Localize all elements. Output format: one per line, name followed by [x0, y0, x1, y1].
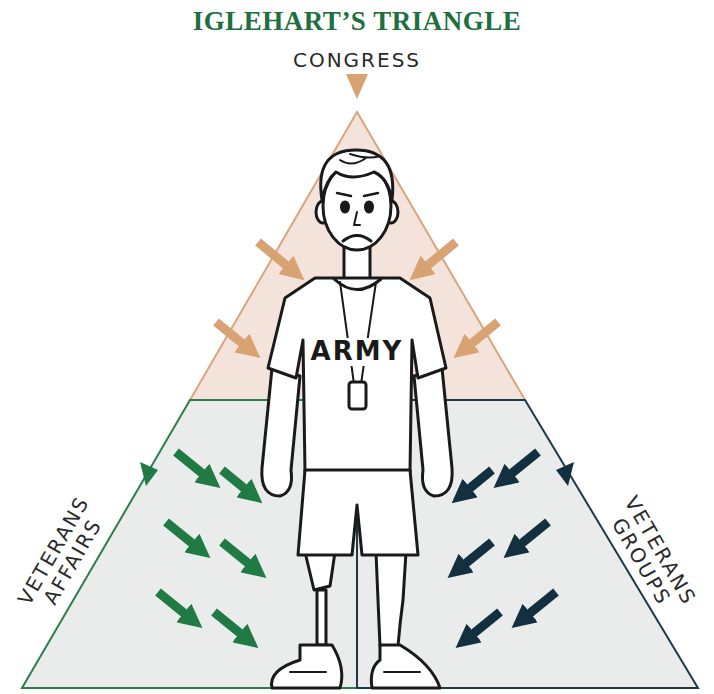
pointer-arrow	[140, 462, 158, 486]
shirt-text: ARMY	[308, 338, 407, 365]
pressure-arrow	[214, 612, 246, 638]
hair-strands	[340, 154, 380, 164]
pressure-arrow	[176, 452, 208, 478]
pressure-arrow	[258, 242, 292, 270]
nose	[354, 212, 360, 225]
triangle-regions	[22, 112, 698, 688]
pressure-arrow	[466, 322, 498, 348]
arm	[262, 368, 300, 496]
pressure-arrow	[422, 242, 456, 270]
pressure-arrow	[460, 542, 492, 568]
hair	[321, 150, 393, 200]
pressure-arrows	[158, 242, 556, 638]
pressure-arrow	[464, 470, 492, 493]
soldier-figure	[262, 150, 452, 688]
eyebrows	[337, 193, 378, 196]
diagram-title: IGLEHART’S TRIANGLE	[0, 6, 714, 37]
eye	[366, 202, 373, 212]
pointer-arrows	[140, 74, 574, 486]
arm	[414, 368, 452, 496]
leg	[376, 552, 406, 646]
pointer-arrow	[556, 462, 574, 486]
pointer-arrow	[346, 74, 368, 99]
dog-tag	[349, 382, 366, 409]
shoe	[371, 645, 440, 688]
pressure-arrow	[222, 470, 250, 493]
pressure-arrow	[158, 592, 190, 618]
dog-tag-chain	[340, 282, 376, 384]
pressure-arrow	[506, 452, 538, 478]
pressure-arrow	[516, 522, 548, 548]
pressure-arrow	[166, 522, 198, 548]
prosthetic-pylon	[317, 590, 326, 645]
pressure-arrow	[468, 612, 500, 638]
t-shirt	[268, 278, 446, 472]
pressure-arrow	[222, 542, 254, 568]
pressure-arrow	[524, 592, 556, 618]
prosthetic-socket	[305, 552, 335, 590]
shorts	[298, 470, 418, 555]
shoe-laces	[290, 671, 420, 673]
congress-region	[190, 112, 525, 400]
shoe	[272, 645, 342, 688]
side-label: CONGRESS	[293, 49, 421, 71]
eye	[342, 202, 349, 212]
frown	[343, 236, 371, 242]
pressure-arrow	[216, 322, 248, 348]
